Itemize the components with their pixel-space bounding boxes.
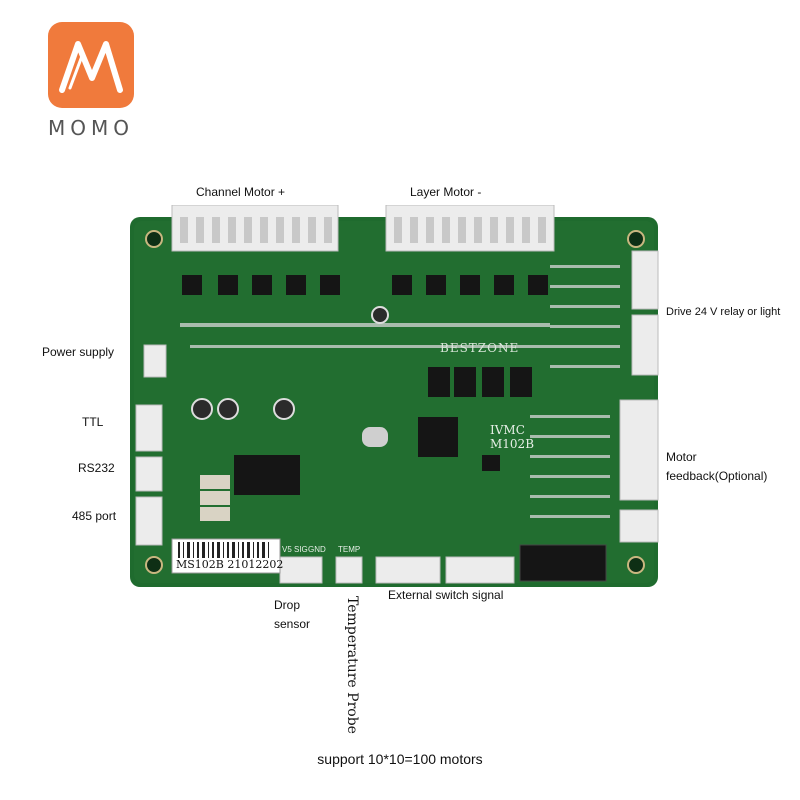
barcode-text: MS102B 21012202: [176, 558, 284, 571]
channel-motor-label: Channel Motor +: [196, 185, 286, 199]
m-letter-icon: [59, 41, 123, 93]
drop-sensor-label: Drop sensor: [274, 598, 311, 632]
board-brand-silkscreen: BESTZONE: [440, 341, 520, 355]
drive-relay-label: Drive 24 V relay or light: [666, 306, 781, 318]
board-model-line-1: IVMC: [490, 423, 525, 437]
control-board-photo: BESTZONE IVMC M102B MS102B 21012202 TEMP…: [130, 204, 660, 590]
sig-connector-label: SIG: [294, 545, 308, 554]
v5-connector-label: V5: [282, 545, 292, 554]
layer-motor-label: Layer Motor -: [410, 185, 482, 199]
rs232-label: RS232: [78, 461, 115, 475]
gnd-connector-label: GND: [308, 545, 326, 554]
momo-logo: [48, 22, 134, 108]
temperature-probe-label: Temperature Probe: [344, 596, 360, 734]
ttl-label: TTL: [82, 415, 104, 429]
external-switch-label: External switch signal: [388, 588, 504, 602]
motor-feedback-label: Motor feedback(Optional): [666, 450, 768, 484]
caption: support 10*10=100 motors: [317, 751, 483, 767]
temp-connector-label: TEMP: [338, 545, 361, 554]
logo-text: MOMO: [48, 116, 134, 140]
485-port-label: 485 port: [72, 509, 117, 523]
board-model-line-2: M102B: [490, 437, 535, 451]
power-supply-label: Power supply: [42, 345, 115, 359]
